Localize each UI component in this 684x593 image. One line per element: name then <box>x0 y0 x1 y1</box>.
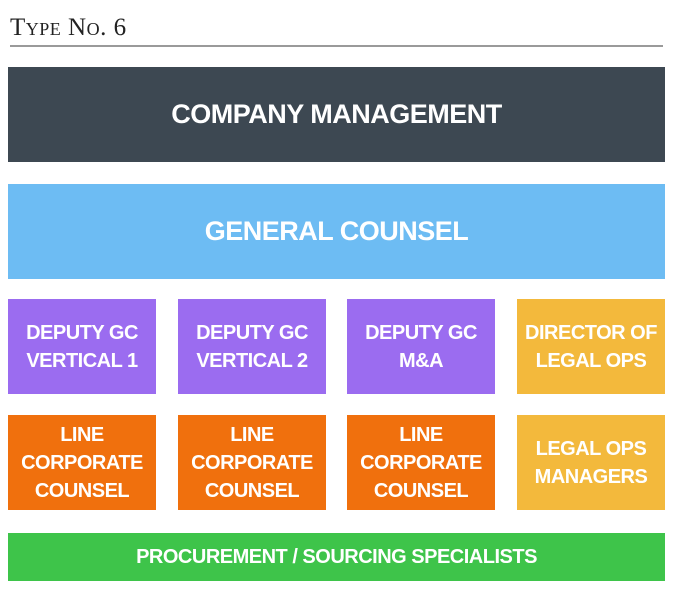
title-divider <box>10 45 663 47</box>
procurement-sourcing-box: PROCUREMENT / SOURCING SPECIALISTS <box>8 533 665 581</box>
legal-ops-managers-box: LEGAL OPS MANAGERS <box>517 415 665 510</box>
line-corporate-counsel-box-3: LINE CORPORATE COUNSEL <box>347 415 495 510</box>
company-management-box: COMPANY MANAGEMENT <box>8 67 665 162</box>
director-legal-ops-box: DIRECTOR OF LEGAL OPS <box>517 299 665 394</box>
line-corporate-counsel-box-2: LINE CORPORATE COUNSEL <box>178 415 326 510</box>
deputy-gc-ma-box: DEPUTY GC M&A <box>347 299 495 394</box>
general-counsel-box: GENERAL COUNSEL <box>8 184 665 279</box>
deputy-gc-vertical-1-box: DEPUTY GC VERTICAL 1 <box>8 299 156 394</box>
line-corporate-counsel-box-1: LINE CORPORATE COUNSEL <box>8 415 156 510</box>
diagram-title: Type No. 6 <box>10 14 127 41</box>
deputy-gc-vertical-2-box: DEPUTY GC VERTICAL 2 <box>178 299 326 394</box>
